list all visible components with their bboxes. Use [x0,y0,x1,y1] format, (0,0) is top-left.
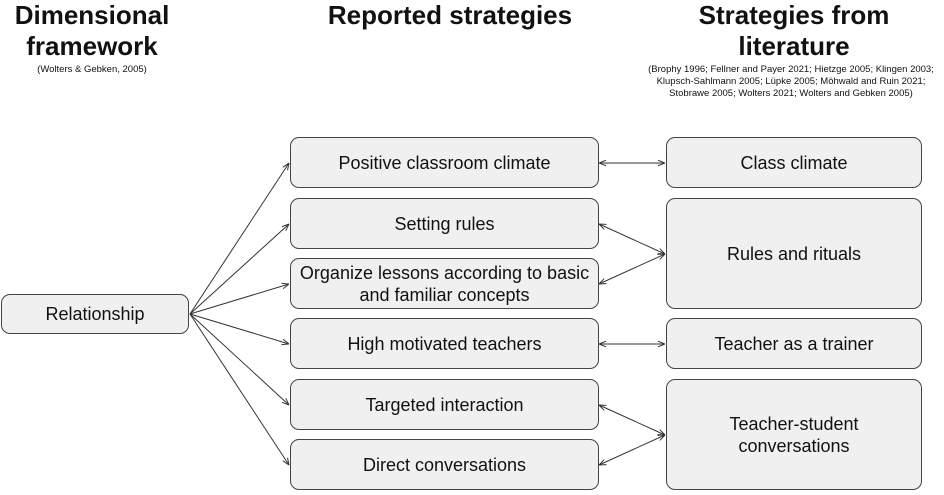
arrow-relationship-to-conversations [189,313,289,465]
reported-targeted-interaction: Targeted interaction [290,379,599,430]
arrow-interaction-conversations [599,405,665,435]
reported-positive-classroom-climate: Positive classroom climate [290,137,599,188]
literature-class-climate: Class climate [666,137,922,188]
arrow-relationship-to-climate [189,163,289,315]
reported-setting-rules: Setting rules [290,198,599,249]
reported-high-motivated-teachers: High motivated teachers [290,318,599,369]
arrow-relationship-to-motivated [189,313,289,344]
literature-teacher-as-trainer: Teacher as a trainer [666,318,922,369]
arrow-rules-rituals [599,224,665,254]
literature-rules-and-rituals: Rules and rituals [666,198,922,309]
literature-teacher-student-conversations: Teacher-student conversations [666,379,922,490]
relationship-box: Relationship [1,294,189,334]
literature-title: Strategies from literature [698,0,890,61]
reported-direct-conversations: Direct conversations [290,439,599,490]
arrow-direct-conversations [599,435,665,465]
framework-title: Dimensional framework [14,0,170,61]
reported-organize-lessons: Organize lessons according to basic and … [290,258,599,309]
arrow-relationship-to-rules [189,224,289,315]
framework-source: (Wolters & Gebken, 2005) [37,64,147,75]
arrow-relationship-to-interaction [189,313,289,405]
arrow-organize-rituals [599,254,665,284]
arrow-relationship-to-organize [189,284,289,315]
reported-title: Reported strategies [327,0,573,30]
literature-sources: (Brophy 1996; Fellner and Payer 2021; Hi… [648,64,934,99]
